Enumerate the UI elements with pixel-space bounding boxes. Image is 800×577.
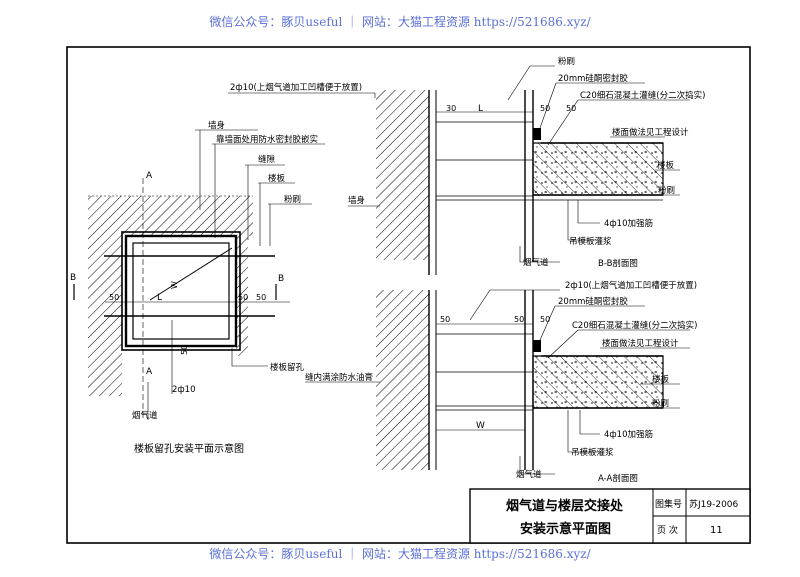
plan-dim-W: W (170, 281, 179, 289)
aa-title: A-A剖面图 (598, 473, 638, 484)
plan-dim-50-b: 50 (238, 293, 248, 302)
section-b-right: B (278, 274, 284, 284)
section-aa: 50 50 50 W 2ф10(上烟气道加工凹槽便于放置) 20mm硅酮密封胶 … (305, 280, 697, 484)
aa-dim-W: W (476, 421, 485, 431)
bb-dim-50-a: 50 (540, 104, 550, 113)
title-block: 烟气道与楼层交接处 安装示意平面图 图集号 苏J19-2006 页 次 11 (469, 488, 751, 544)
aa-label-rebar: 2ф10(上烟气道加工凹槽便于放置) (565, 280, 697, 291)
aa-dim-50-c: 50 (540, 315, 550, 324)
bb-label-silicone: 20mm硅酮密封胶 (558, 73, 628, 84)
page-value: 11 (710, 525, 723, 536)
plan-label-floorslab: 楼板 (268, 173, 286, 184)
bb-dim-50-b: 50 (566, 104, 576, 113)
bb-label-formwork: 吊模板灌浆 (569, 236, 612, 247)
aa-dim-50-a: 50 (440, 315, 450, 324)
bb-label-plaster2: 粉刷 (658, 185, 675, 196)
bb-dim-30: 30 (446, 104, 456, 113)
aa-label-flue: 烟气道 (516, 469, 542, 480)
section-a-bottom: A (146, 367, 153, 377)
section-a-top: A (146, 171, 153, 181)
atlas-value: 苏J19-2006 (689, 498, 739, 510)
plan-label-sealant: 靠墙面处用防水密封胶嵌实 (216, 134, 318, 145)
plan-label-rebar: 2ф10 (172, 385, 196, 395)
bb-label-plaster: 粉刷 (558, 56, 575, 67)
aa-label-silicone: 20mm硅酮密封胶 (558, 296, 628, 307)
watermark-bottom: 微信公众号：豚贝useful ｜ 网站：大猫工程资源 https://52168… (209, 547, 591, 561)
section-b-left: B (70, 273, 76, 283)
aa-label-floor-finish: 楼面做法见工程设计 (602, 338, 679, 349)
title-line2: 安装示意平面图 (520, 521, 611, 537)
bb-label-flue: 烟气道 (523, 257, 549, 268)
plan-label-seam: 缝隙 (258, 154, 276, 165)
aa-label-grout: C20细石混凝土灌缝(分二次捣实) (572, 320, 697, 331)
atlas-label: 图集号 (655, 498, 682, 510)
section-bb: 30 L 50 50 粉刷 20mm硅酮密封胶 C20细石混凝土灌缝(分二次捣实… (348, 56, 705, 275)
plan-label-plaster: 粉刷 (284, 194, 301, 205)
bb-label-rebar: 2ф10(上烟气道加工凹槽便于放置) (230, 82, 362, 93)
aa-label-reinforce: 4ф10加强筋 (604, 429, 653, 440)
aa-label-formwork: 吊模板灌浆 (571, 447, 614, 458)
aa-dim-50-b: 50 (514, 315, 524, 324)
plan-label-hole: 楼板留孔 (270, 362, 305, 373)
plan-dim-50-d: 50 (180, 345, 189, 355)
aa-label-plaster: 粉刷 (652, 398, 669, 409)
plan-label-flue: 烟气道 (132, 410, 158, 421)
plan-view: A A B B 50 L 50 50 W 50 墙身 靠墙面处用防水密封胶嵌实 … (70, 120, 325, 455)
title-line1: 烟气道与楼层交接处 (506, 498, 624, 514)
plan-dim-50-c: 50 (256, 293, 266, 302)
bb-label-grout: C20细石混凝土灌缝(分二次捣实) (580, 90, 705, 101)
bb-label-slab: 楼板 (657, 160, 675, 171)
bb-dim-L: L (478, 104, 483, 114)
drawing-frame (66, 46, 751, 544)
watermark-top: 微信公众号：豚贝useful ｜ 网站：大猫工程资源 https://52168… (209, 15, 591, 29)
aa-label-slab: 楼板 (652, 374, 670, 385)
plan-dim-50-a: 50 (109, 293, 119, 302)
page-label: 页 次 (657, 524, 678, 536)
bb-label-floor-finish: 楼面做法见工程设计 (612, 127, 689, 138)
bb-label-reinforce: 4ф10加强筋 (604, 218, 653, 229)
aa-label-joint: 缝内满涂防水油膏 (305, 372, 373, 383)
bb-title: B-B剖面图 (598, 258, 638, 269)
plan-dim-L: L (157, 293, 162, 303)
plan-label-wall: 墙身 (208, 120, 225, 131)
plan-title: 楼板留孔安装平面示意图 (134, 442, 244, 455)
bb-label-wall: 墙身 (348, 195, 365, 206)
